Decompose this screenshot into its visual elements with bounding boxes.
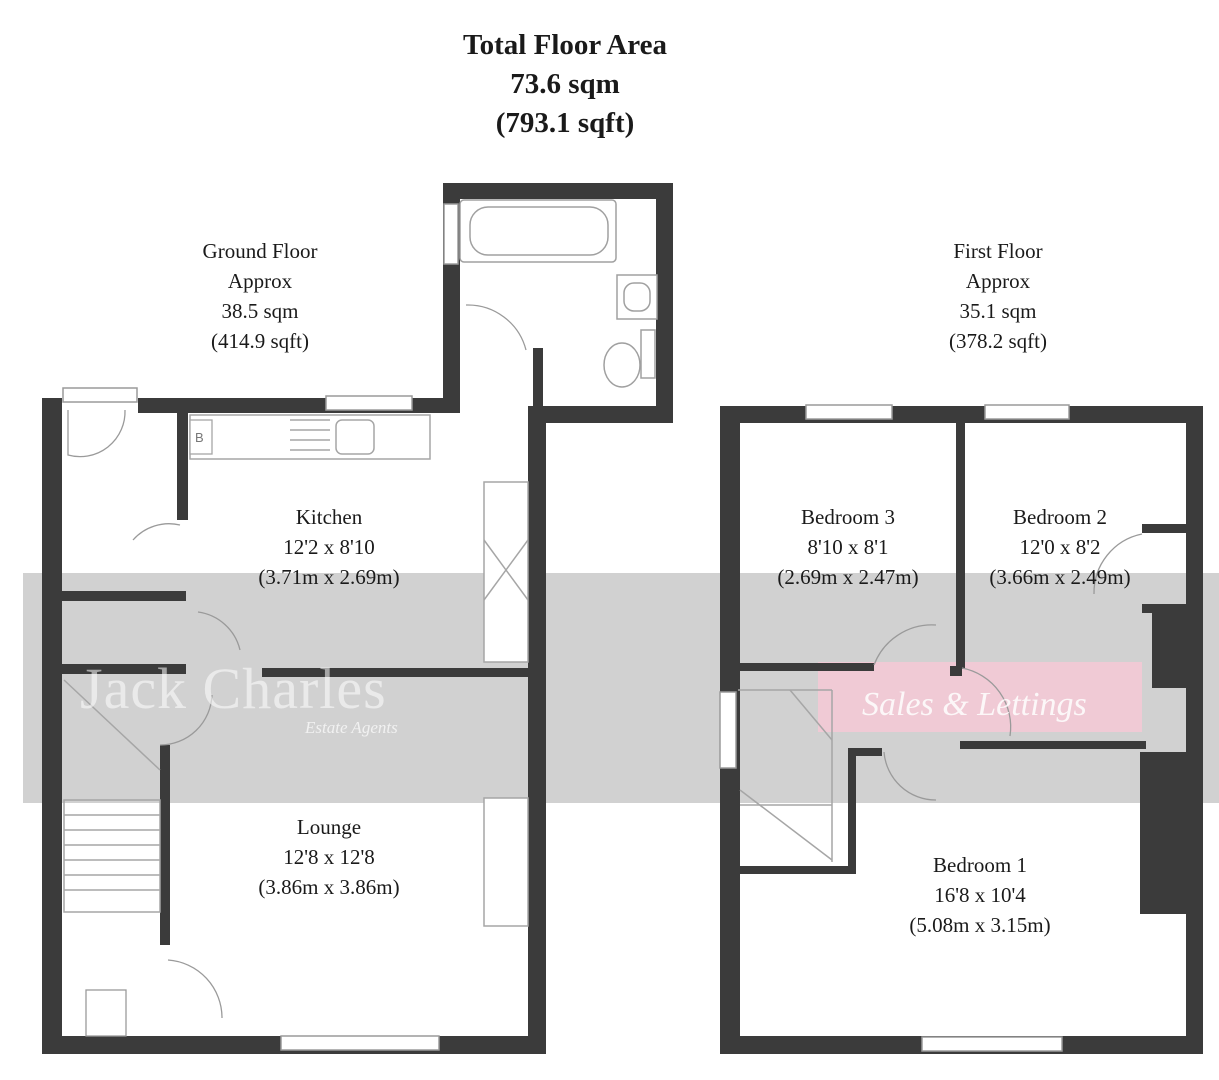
ground-floor-sqm: 38.5 sqm xyxy=(221,299,299,323)
ground-floor-approx: Approx xyxy=(227,269,293,293)
room-name: Bedroom 2 xyxy=(1013,505,1107,529)
room-bedroom2: Bedroom 2 12'0 x 8'2 (3.66m x 2.49m) xyxy=(960,502,1160,592)
room-metric: (3.66m x 2.49m) xyxy=(989,565,1131,589)
room-metric: (3.86m x 3.86m) xyxy=(258,875,400,899)
title-line2: 73.6 sqm xyxy=(510,68,620,100)
room-name: Kitchen xyxy=(295,505,363,529)
room-imperial: 12'0 x 8'2 xyxy=(1019,535,1101,559)
bathroom-fixtures xyxy=(459,199,658,388)
first-floor-approx: Approx xyxy=(965,269,1031,293)
ground-floor-name: Ground Floor xyxy=(202,239,318,263)
first-stairs xyxy=(738,689,833,862)
room-name: Bedroom 1 xyxy=(933,853,1027,877)
room-name: Bedroom 3 xyxy=(801,505,895,529)
room-name: Lounge xyxy=(296,815,362,839)
ground-floor-summary: Ground Floor Approx 38.5 sqm (414.9 sqft… xyxy=(160,236,360,356)
room-metric: (5.08m x 3.15m) xyxy=(909,913,1051,937)
kitchen-units xyxy=(189,414,529,927)
room-imperial: 12'8 x 12'8 xyxy=(283,845,375,869)
first-floor-summary: First Floor Approx 35.1 sqm (378.2 sqft) xyxy=(898,236,1098,356)
ground-floor-sqft: (414.9 sqft) xyxy=(211,329,309,353)
ground-floor-plan: B xyxy=(42,183,673,1054)
boiler-label: B xyxy=(195,430,204,445)
watermark-agent: Jack Charles xyxy=(80,656,387,721)
room-bedroom1: Bedroom 1 16'8 x 10'4 (5.08m x 3.15m) xyxy=(880,850,1080,940)
first-floor-sqm: 35.1 sqm xyxy=(959,299,1037,323)
first-floor-plan xyxy=(719,404,1203,1054)
room-imperial: 12'2 x 8'10 xyxy=(283,535,375,559)
room-imperial: 16'8 x 10'4 xyxy=(934,883,1026,907)
first-windows xyxy=(719,404,1070,1052)
ground-stairs xyxy=(63,679,161,913)
room-bedroom3: Bedroom 3 8'10 x 8'1 (2.69m x 2.47m) xyxy=(748,502,948,592)
ground-doors xyxy=(67,304,527,1037)
room-kitchen: Kitchen 12'2 x 8'10 (3.71m x 2.69m) xyxy=(229,502,429,592)
ground-windows xyxy=(62,203,459,1051)
title-line3: (793.1 sqft) xyxy=(495,107,635,139)
total-floor-area: Total Floor Area 73.6 sqm (793.1 sqft) xyxy=(0,26,1130,143)
watermark-agent-sub: Estate Agents xyxy=(305,718,398,737)
room-imperial: 8'10 x 8'1 xyxy=(807,535,889,559)
boiler xyxy=(189,419,213,455)
watermark-tagline: Sales & Lettings xyxy=(862,686,1087,723)
room-metric: (2.69m x 2.47m) xyxy=(777,565,919,589)
first-floor-name: First Floor xyxy=(953,239,1043,263)
title-line1: Total Floor Area xyxy=(462,29,668,61)
room-lounge: Lounge 12'8 x 12'8 (3.86m x 3.86m) xyxy=(229,812,429,902)
room-metric: (3.71m x 2.69m) xyxy=(258,565,400,589)
first-doors xyxy=(873,533,1143,801)
first-floor-sqft: (378.2 sqft) xyxy=(949,329,1047,353)
